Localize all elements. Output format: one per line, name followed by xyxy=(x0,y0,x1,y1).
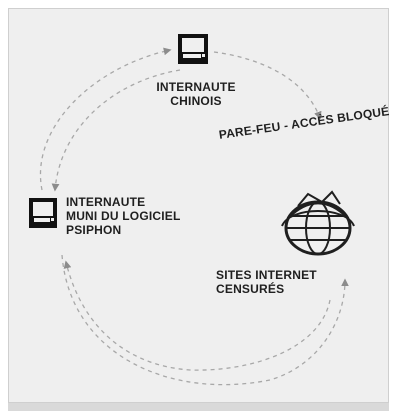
diagram-frame xyxy=(8,8,389,403)
connection-chinese-to-psiphon-inner xyxy=(51,69,181,192)
psiphon-user-label: INTERNAUTE MUNI DU LOGICIEL PSIPHON xyxy=(66,195,181,237)
chinese-user-label: INTERNAUTE CHINOIS xyxy=(156,80,236,108)
connection-sites-to-psiphon-inner xyxy=(63,260,331,371)
globe-icon xyxy=(281,190,355,256)
connection-psiphon-to-chinese xyxy=(39,47,172,191)
censored-sites-label: SITES INTERNET CENSURÉS xyxy=(216,268,317,296)
computer-icon xyxy=(178,34,208,64)
connection-psiphon-to-sites xyxy=(61,254,349,386)
computer-icon xyxy=(29,198,57,228)
bottom-border xyxy=(8,403,389,411)
